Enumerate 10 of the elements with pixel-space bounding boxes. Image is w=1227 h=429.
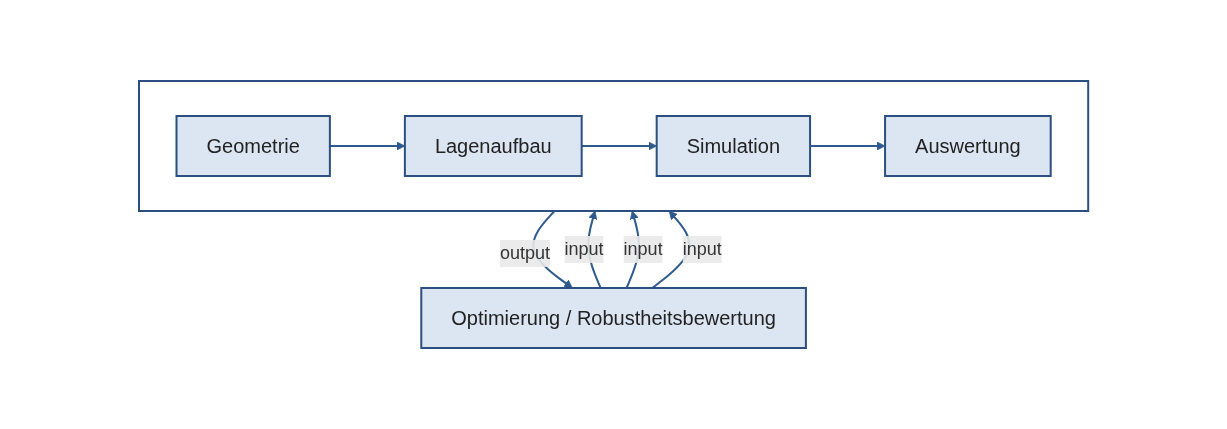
edge-label: output — [499, 242, 550, 263]
node-box: Optimierung / Robustheitsbewertung — [420, 287, 807, 349]
node-box: Geometrie — [175, 115, 331, 177]
node-box: Simulation — [655, 115, 811, 177]
edge-label: input — [682, 239, 722, 259]
edge-label: input — [623, 239, 663, 259]
node-box: Lagenaufbau — [403, 115, 583, 177]
node-box: Auswertung — [883, 115, 1052, 177]
edge-label: input — [564, 239, 604, 259]
cluster — [137, 80, 1090, 212]
